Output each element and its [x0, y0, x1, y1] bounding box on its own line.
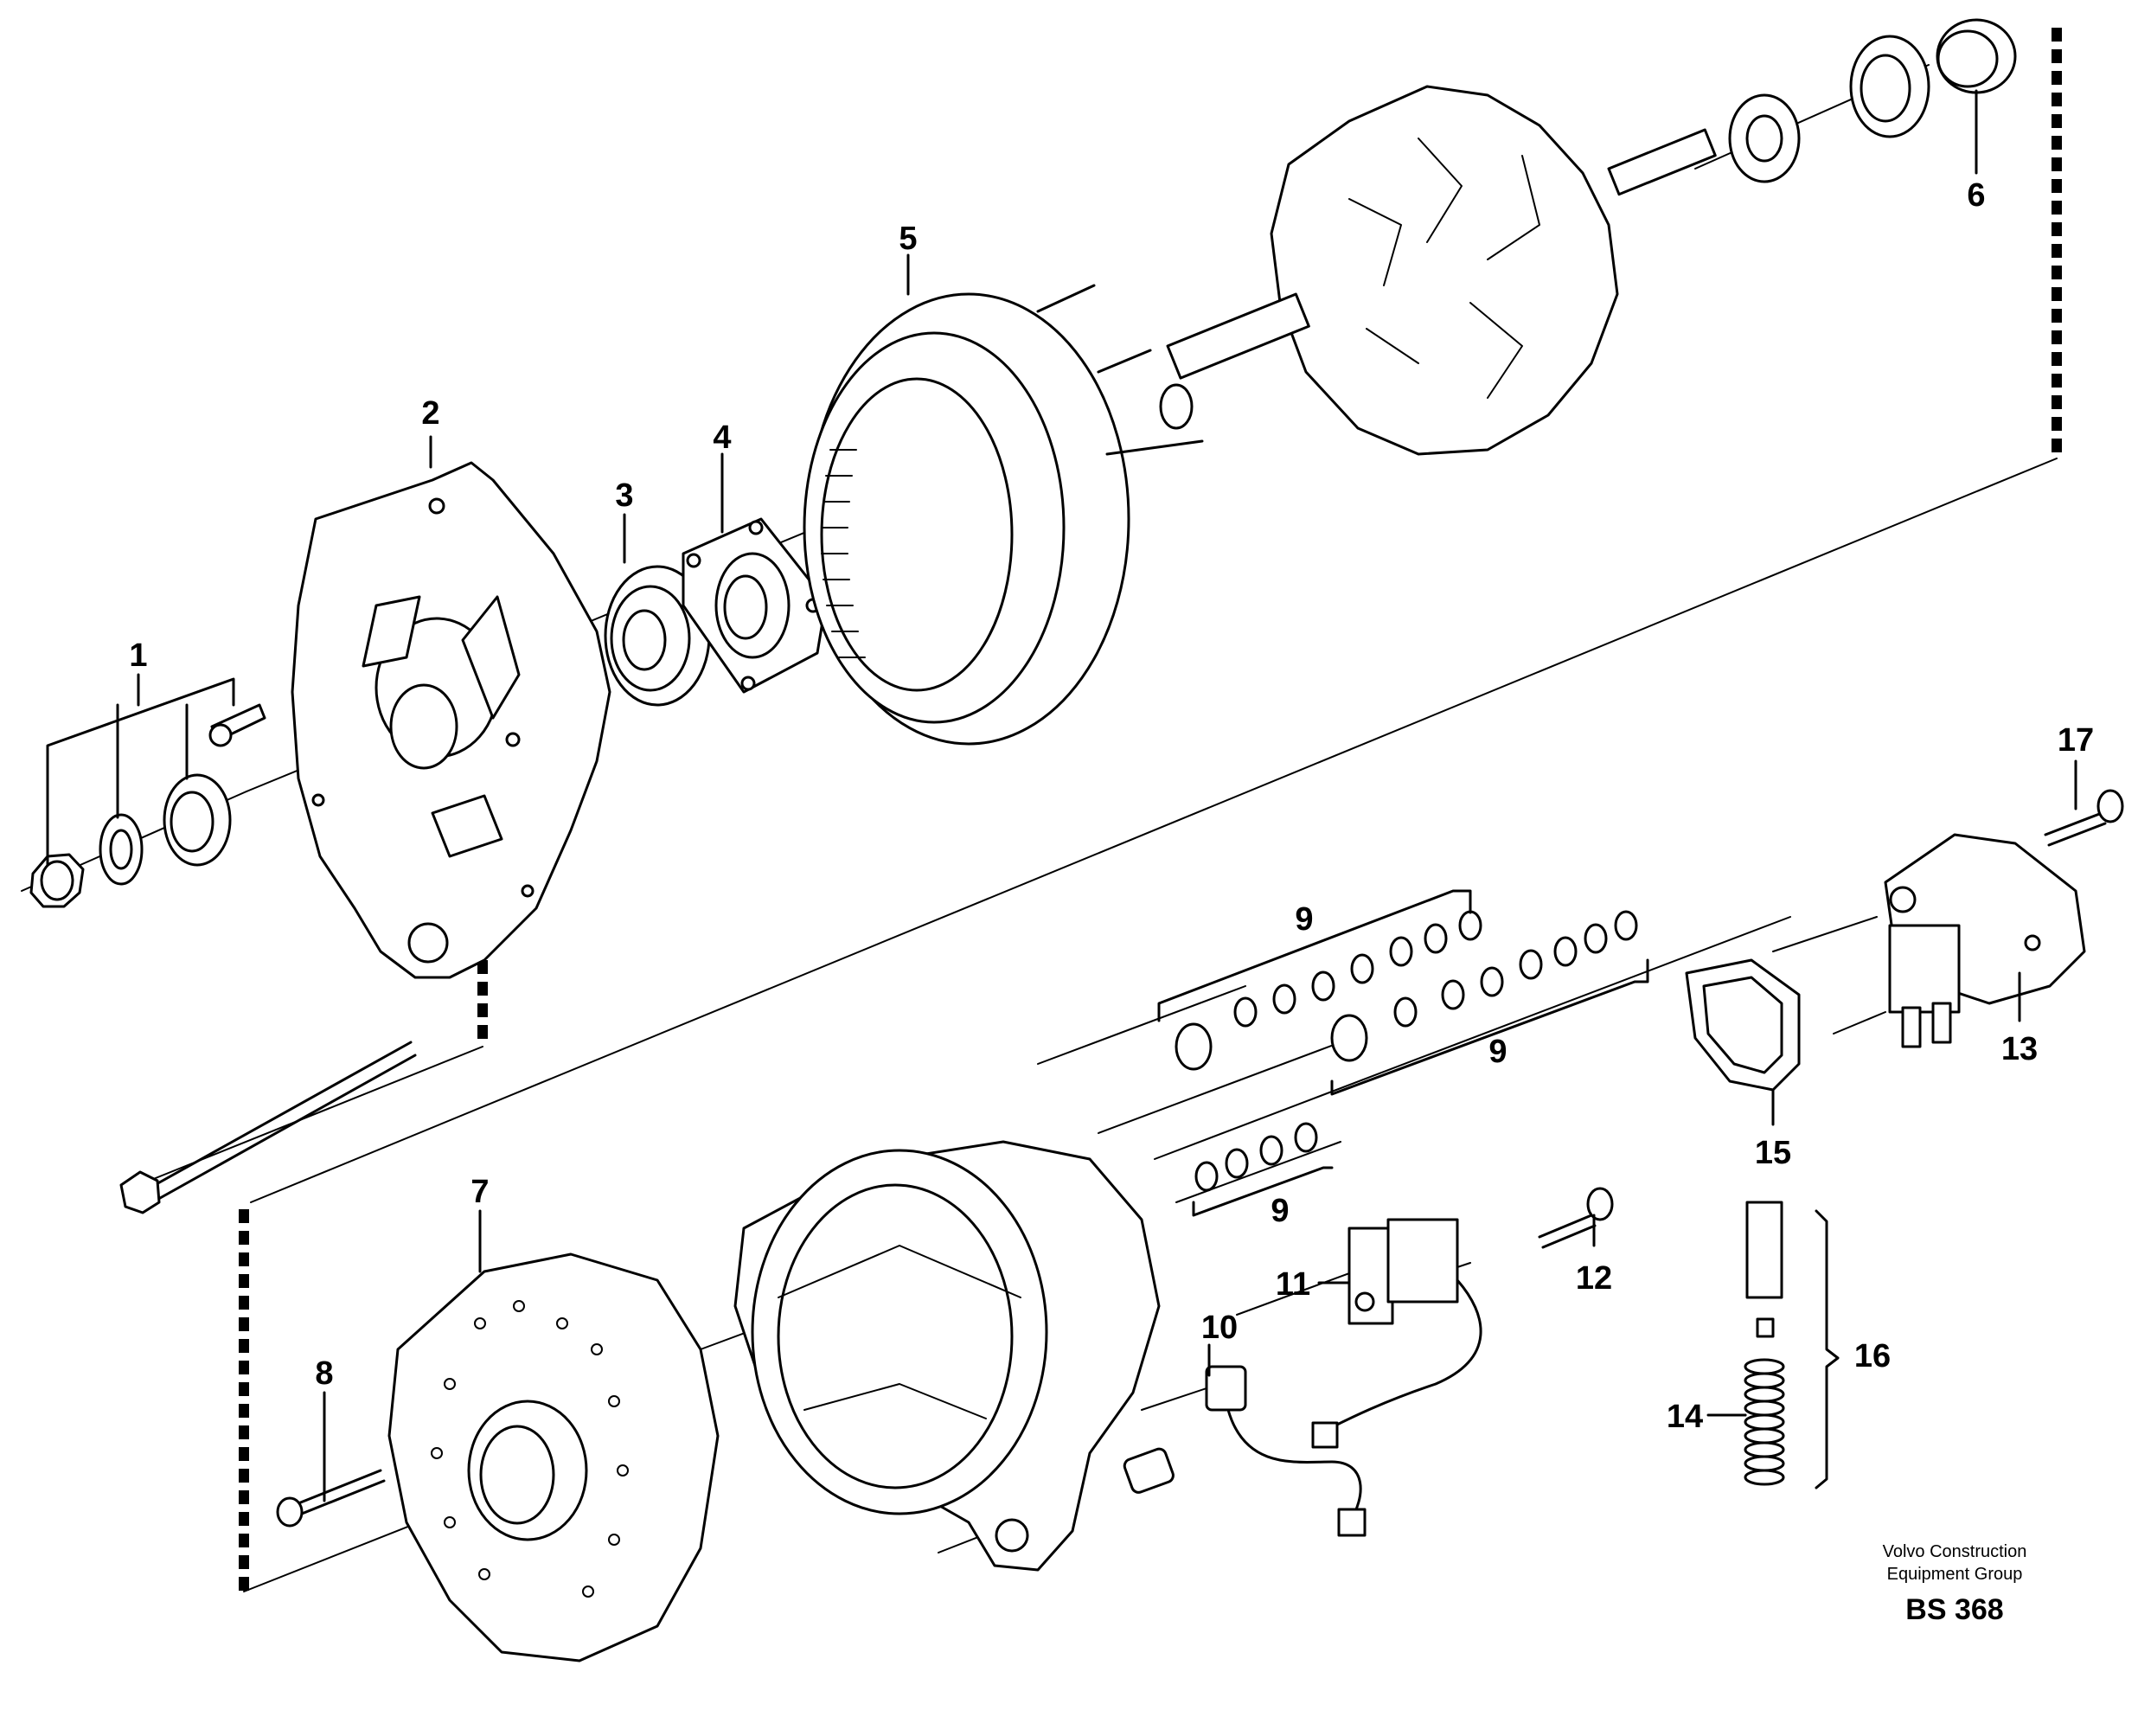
callout-7: 7: [470, 1174, 489, 1210]
callout-11: 11: [1276, 1266, 1310, 1303]
part-5-stator: [803, 284, 1204, 746]
callout-12: 12: [1576, 1260, 1612, 1297]
part-7-rectifier-plate: [387, 1252, 720, 1662]
callout-8: 8: [315, 1355, 333, 1392]
callout-6: 6: [1967, 177, 1985, 214]
rear-housing: [733, 1140, 1161, 1572]
part-8-screw: [276, 1469, 386, 1528]
part-13-regulator: [1884, 833, 2086, 1048]
brand-line-2: Equipment Group: [1887, 1565, 2023, 1584]
part-4-retainer-plate: [682, 517, 828, 694]
callout-16: 16: [1854, 1338, 1891, 1374]
callout-4: 4: [713, 420, 731, 456]
callout-2: 2: [421, 395, 439, 432]
callout-9-upper: 9: [1295, 901, 1313, 938]
part-9-washer-sets: [1157, 889, 1649, 1217]
part-1-nut-washer-set: [29, 673, 266, 908]
callout-15: 15: [1755, 1135, 1791, 1171]
through-bolt: [119, 1041, 417, 1214]
callout-labels: 1 2 3 4 5 6 7 8 9 9 9 10 11 12 13 14 15 …: [129, 177, 2094, 1435]
callout-10: 10: [1201, 1310, 1238, 1346]
part-2-end-shield: [291, 461, 611, 979]
callout-5: 5: [899, 221, 917, 257]
callout-9-right: 9: [1488, 1034, 1507, 1070]
rotor-assembly: [1159, 35, 1930, 456]
callout-13: 13: [2001, 1031, 2038, 1067]
footer-brand: Volvo Construction Equipment Group BS 36…: [1883, 1542, 2027, 1626]
brand-line-1: Volvo Construction: [1883, 1542, 2027, 1561]
callout-14: 14: [1667, 1399, 1703, 1435]
callout-9-lower: 9: [1271, 1193, 1289, 1229]
figure-code: BS 368: [1905, 1593, 2003, 1626]
leader-lines: [323, 253, 1747, 1502]
part-15-gasket: [1685, 958, 1801, 1126]
part-11-capacitor: [1311, 1218, 1482, 1449]
part-17-screw: [2044, 759, 2124, 847]
part-12-screw: [1538, 1187, 1614, 1249]
callout-3: 3: [615, 477, 633, 514]
part-6-sleeve: [1936, 18, 2017, 175]
part-16-brush-assembly: [1706, 1201, 1840, 1489]
part-3-bearing: [604, 565, 711, 707]
insulating-sleeve: [1123, 1447, 1175, 1494]
callout-17: 17: [2058, 722, 2094, 759]
callout-1: 1: [129, 637, 147, 674]
part-10-sensor-lead: [1205, 1365, 1367, 1537]
